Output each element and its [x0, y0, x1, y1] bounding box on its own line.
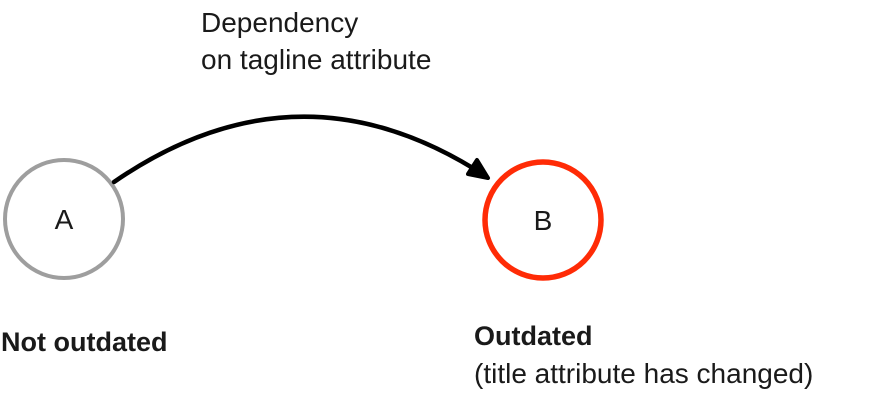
node-b-letter: B — [533, 205, 553, 236]
node-b-caption: Outdated (title attribute has changed) — [474, 318, 813, 392]
node-a-letter: A — [54, 204, 74, 235]
node-b-circle — [482, 159, 604, 281]
dependency-arrow-shaft — [111, 114, 490, 185]
edge-label-line1: Dependency — [201, 7, 359, 38]
node-b-caption-note: (title attribute has changed) — [474, 358, 814, 389]
edge-label-line2: on tagline attribute — [201, 44, 432, 75]
node-b-caption-title: Outdated — [474, 321, 593, 351]
edge-label: Dependency on tagline attribute — [201, 4, 431, 78]
arrow-head-icon — [466, 158, 490, 180]
node-a-circle — [3, 158, 125, 280]
dependency-arrow — [111, 114, 490, 185]
node-a-caption: Not outdated — [1, 327, 168, 357]
